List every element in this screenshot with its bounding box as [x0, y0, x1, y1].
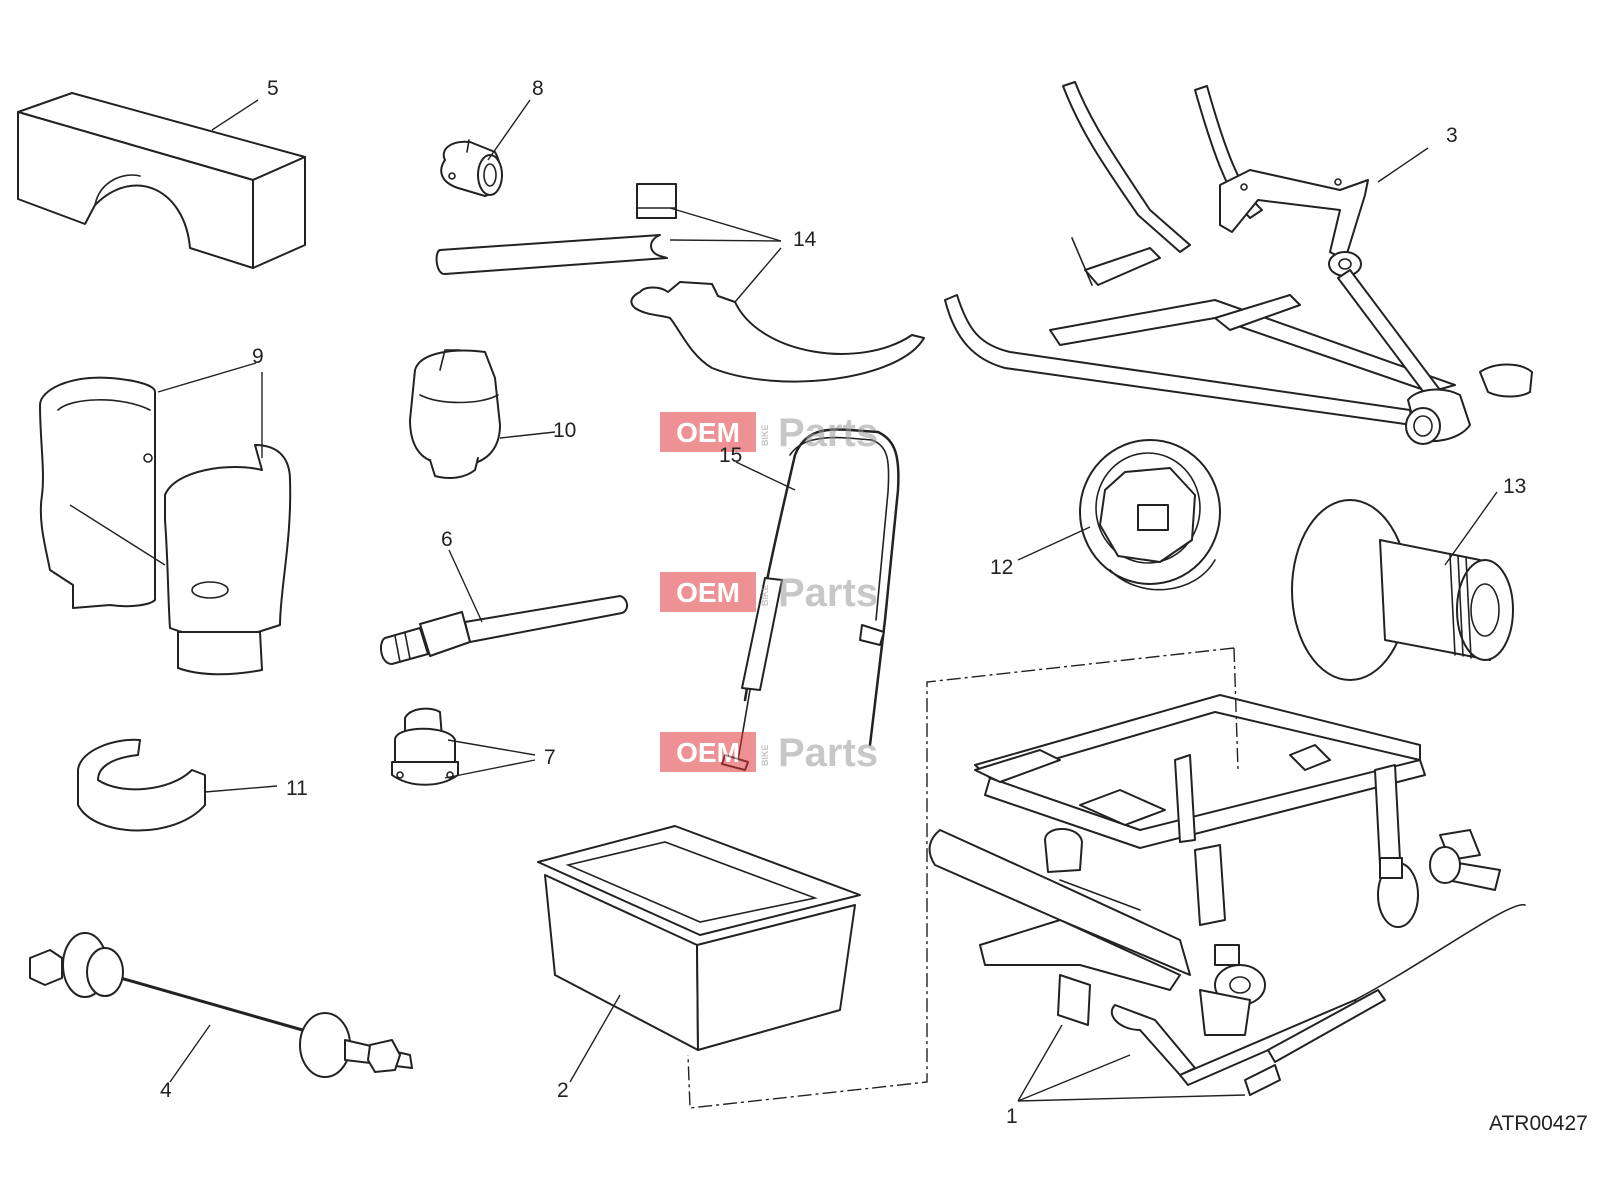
watermark-oem: OEM	[676, 737, 740, 768]
part-14-spanner-set	[435, 183, 925, 383]
callout-15: 15	[719, 444, 742, 467]
callout-14: 14	[793, 228, 817, 251]
part-1-scissor-lift	[928, 694, 1526, 1096]
part-5-block	[17, 92, 306, 269]
watermark-parts: Parts	[778, 571, 878, 615]
watermark-parts: Parts	[778, 411, 878, 455]
assembly-bracket	[687, 647, 1239, 1109]
part-13-flange-tool	[1291, 499, 1514, 681]
part-11-half-ring	[77, 738, 206, 832]
watermark-bike: BIKE	[760, 424, 770, 446]
callout-8: 8	[532, 77, 544, 100]
leader-lines	[69, 99, 1498, 1102]
part-10-socket	[409, 349, 501, 479]
part-2-drain-pan	[537, 825, 861, 1051]
watermark-bike: BIKE	[760, 584, 770, 606]
part-3-rear-stand	[944, 81, 1533, 445]
watermark-bike: BIKE	[760, 744, 770, 766]
callout-9: 9	[252, 345, 264, 368]
callout-6: 6	[441, 528, 453, 551]
callout-4: 4	[160, 1079, 172, 1102]
callout-1: 1	[1006, 1105, 1018, 1128]
callout-11: 11	[286, 777, 308, 800]
callout-10: 10	[553, 419, 576, 442]
watermark-oem: OEM	[676, 417, 740, 448]
callout-5: 5	[267, 77, 279, 100]
part-12-socket-nut	[1079, 439, 1221, 591]
callout-7: 7	[544, 746, 556, 769]
part-9-bushing-halves	[39, 376, 292, 676]
part-6-pin-tool	[379, 595, 628, 665]
part-8-collar	[440, 139, 503, 197]
part-15-gauge-rod	[721, 428, 900, 771]
callout-3: 3	[1446, 124, 1458, 147]
callout-12: 12	[990, 556, 1013, 579]
watermark-oem: OEM	[676, 577, 740, 608]
watermark: OEM BIKE Parts OEM BIKE Parts OEM BIKE P…	[660, 411, 878, 775]
part-4-puller	[29, 932, 413, 1078]
callout-13: 13	[1503, 475, 1526, 498]
watermark-parts: Parts	[778, 731, 878, 775]
diagram-code: ATR00427	[1489, 1112, 1588, 1135]
callout-2: 2	[557, 1079, 569, 1102]
part-7-adapter	[391, 707, 459, 786]
callout-labels: 5 8 3 14 9 10 15 13 6 12 7 11 4 2 1	[160, 77, 1526, 1128]
